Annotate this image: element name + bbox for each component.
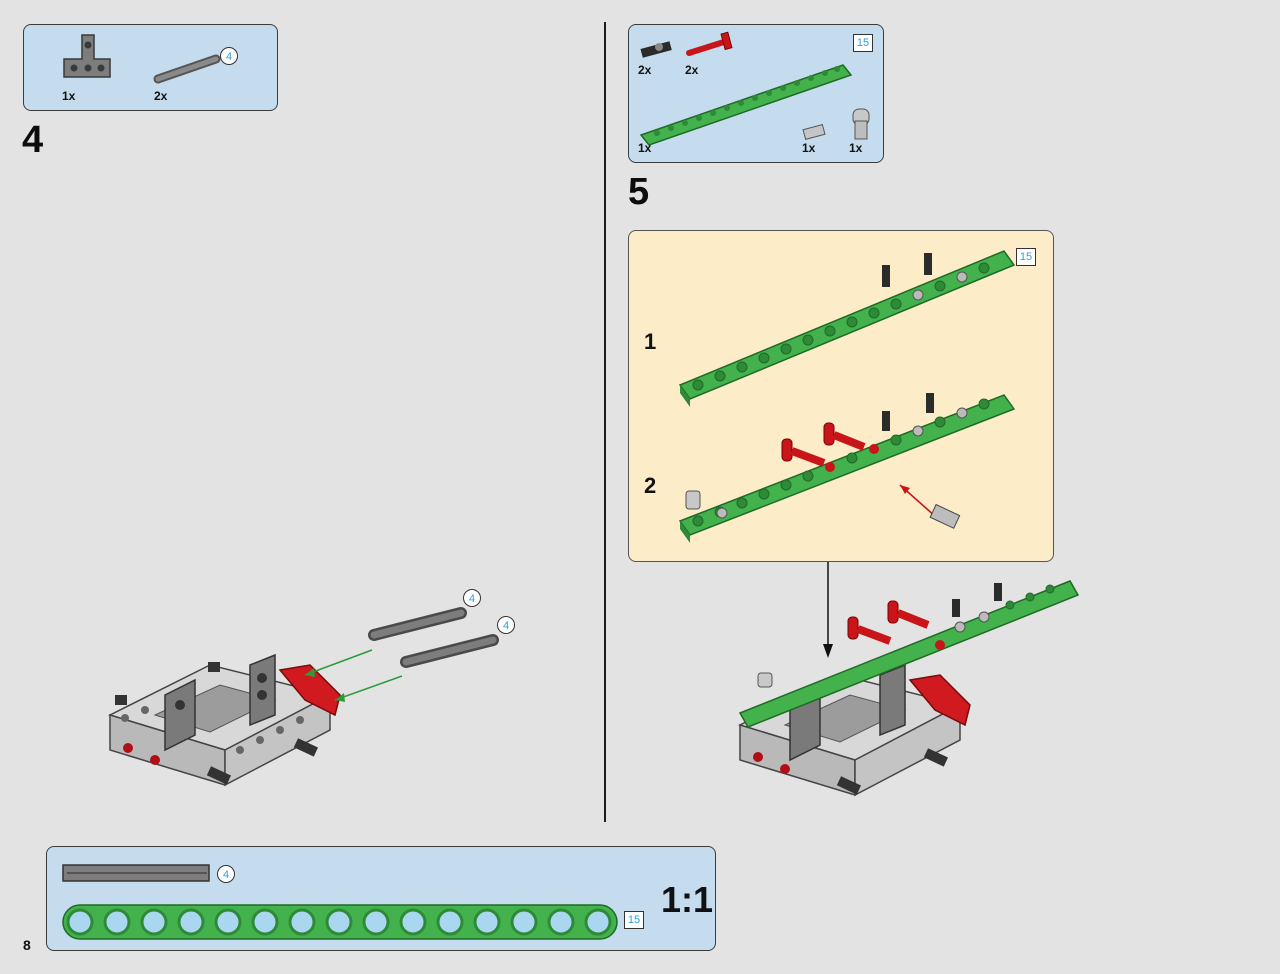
green-beam-length-badge: 15 — [853, 34, 873, 52]
black-pin-qty: 2x — [638, 63, 652, 77]
angle-connector-qty: 1x — [849, 141, 863, 155]
callout-beam-length-badge: 15 — [1016, 248, 1036, 266]
step5-number: 5 — [628, 171, 650, 213]
black-pin-icon — [640, 41, 672, 58]
angle-connector-icon — [852, 108, 870, 140]
scale-label: 1:1 — [661, 879, 714, 920]
ruler-beam-length-badge: 15 — [624, 911, 644, 929]
light-gray-pin-icon — [802, 123, 826, 141]
step5-parts-box: 2x 2x 15 1x 1x 1x — [628, 24, 884, 163]
step4-axle-badge-a: 4 — [463, 589, 481, 607]
axle-qty: 2x — [154, 89, 168, 103]
substep-1-beam — [678, 250, 1016, 407]
step4-number: 4 — [22, 119, 44, 161]
red-axle-icon — [686, 31, 733, 56]
step4-axle-bottom — [400, 634, 499, 668]
step4-axle-badge-b: 4 — [497, 616, 515, 634]
ruler-beam — [62, 904, 618, 940]
scale-ruler-box: 4 15 1:1 — [46, 846, 716, 951]
step4-axle-arrows — [304, 649, 403, 702]
light-gray-pin-qty: 1x — [802, 141, 816, 155]
step4-parts-box: 1x 4 2x — [23, 24, 278, 111]
ruler-axle-length-badge: 4 — [217, 865, 235, 883]
callout-arrow — [823, 562, 833, 658]
step5-main-assembly — [737, 580, 1080, 797]
substep-2-beam — [678, 393, 1016, 543]
t-beam-qty: 1x — [62, 89, 76, 103]
step4-axle-top — [368, 607, 467, 641]
substep-2-number: 2 — [644, 473, 657, 498]
green-beam-qty: 1x — [638, 141, 652, 155]
axle-length-badge: 4 — [220, 47, 238, 65]
step5-subassembly-callout: 15 1 2 — [628, 230, 1054, 562]
green-beam-icon — [639, 64, 853, 146]
page-number: 8 — [23, 937, 31, 953]
step4-chassis-assembly — [107, 653, 341, 787]
t-beam-part-icon — [63, 34, 111, 78]
axle-part-icon — [153, 54, 221, 84]
red-axle-qty: 2x — [685, 63, 699, 77]
step-divider — [604, 22, 606, 822]
substep-1-number: 1 — [644, 329, 657, 354]
ruler-axle — [62, 864, 210, 882]
